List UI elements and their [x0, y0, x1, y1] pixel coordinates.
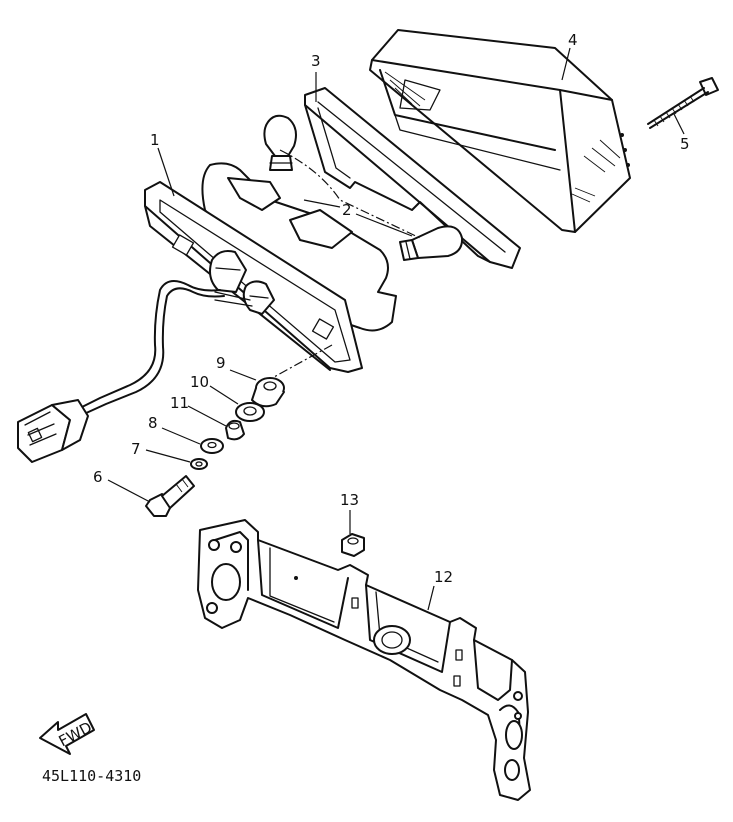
wire-connector	[17, 399, 89, 463]
collar	[225, 419, 245, 441]
callout-13: 13	[340, 491, 359, 509]
callout-11: 11	[170, 394, 189, 412]
callout-8: 8	[148, 414, 158, 432]
flange-nut	[341, 533, 365, 557]
callout-12: 12	[434, 568, 453, 586]
callout-1: 1	[150, 131, 160, 149]
leader-lines	[107, 47, 685, 611]
bolt	[145, 475, 195, 517]
callout-3: 3	[311, 52, 321, 70]
callout-9: 9	[216, 354, 226, 372]
grommet	[251, 377, 285, 408]
callout-7: 7	[131, 440, 141, 458]
rubber-washer	[235, 402, 265, 422]
callout-5: 5	[680, 135, 690, 153]
callout-2: 2	[342, 201, 352, 219]
callout-10: 10	[190, 373, 209, 391]
callout-labels: 1 2 3 4 5 6 7 8 9 10 11 12 13	[93, 31, 690, 586]
lens-gasket	[304, 87, 521, 269]
wiring-harness	[79, 280, 253, 415]
diagram-part-code: 45L110-4310	[42, 767, 141, 785]
bulb-upper	[263, 114, 297, 171]
plain-washer	[200, 438, 224, 454]
lamp-base-plate	[144, 162, 397, 373]
callout-4: 4	[568, 31, 578, 49]
tail-lens-housing	[369, 29, 631, 233]
lock-washer	[190, 458, 208, 470]
lens-screw	[647, 77, 719, 129]
assembly-dashed-lines	[264, 149, 421, 383]
fwd-arrow-icon: FWD	[39, 713, 95, 755]
callout-6: 6	[93, 468, 103, 486]
taillight-bracket	[197, 519, 531, 801]
bulb-lower	[399, 225, 464, 261]
